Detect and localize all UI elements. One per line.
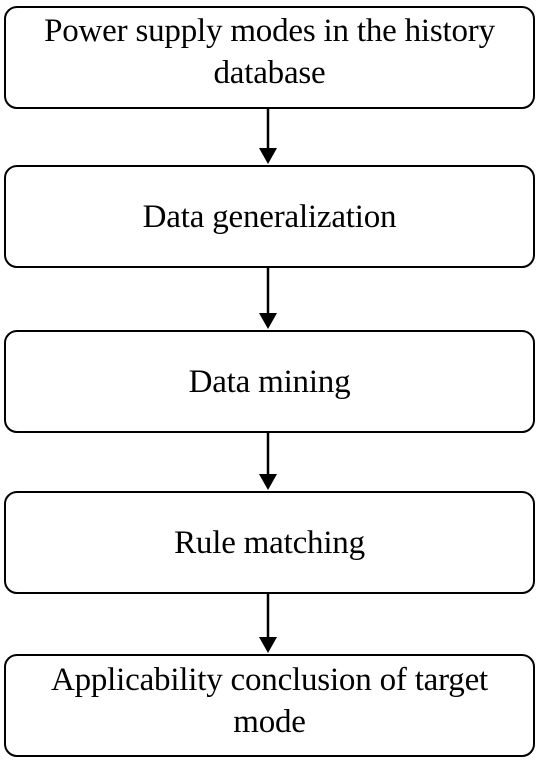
step-box-applicability-conclusion: Applicability conclusion of target mode (4, 654, 535, 757)
step-box-rule-matching: Rule matching (4, 491, 535, 594)
step-box-history-database: Power supply modes in the history databa… (4, 6, 535, 109)
arrow-1-to-2 (259, 109, 277, 164)
step-label-data-generalization: Data generalization (142, 198, 397, 235)
step-box-data-generalization: Data generalization (4, 165, 535, 268)
step-label-history-database: Power supply modes in the history databa… (44, 12, 495, 91)
arrow-2-to-3 (259, 268, 277, 329)
arrow-4-to-5 (259, 594, 277, 653)
step-label-rule-matching: Rule matching (174, 524, 365, 561)
step-box-data-mining: Data mining (4, 330, 535, 433)
step-label-applicability-conclusion: Applicability conclusion of target mode (50, 661, 489, 740)
arrow-3-to-4 (259, 433, 277, 490)
step-label-data-mining: Data mining (188, 363, 351, 400)
